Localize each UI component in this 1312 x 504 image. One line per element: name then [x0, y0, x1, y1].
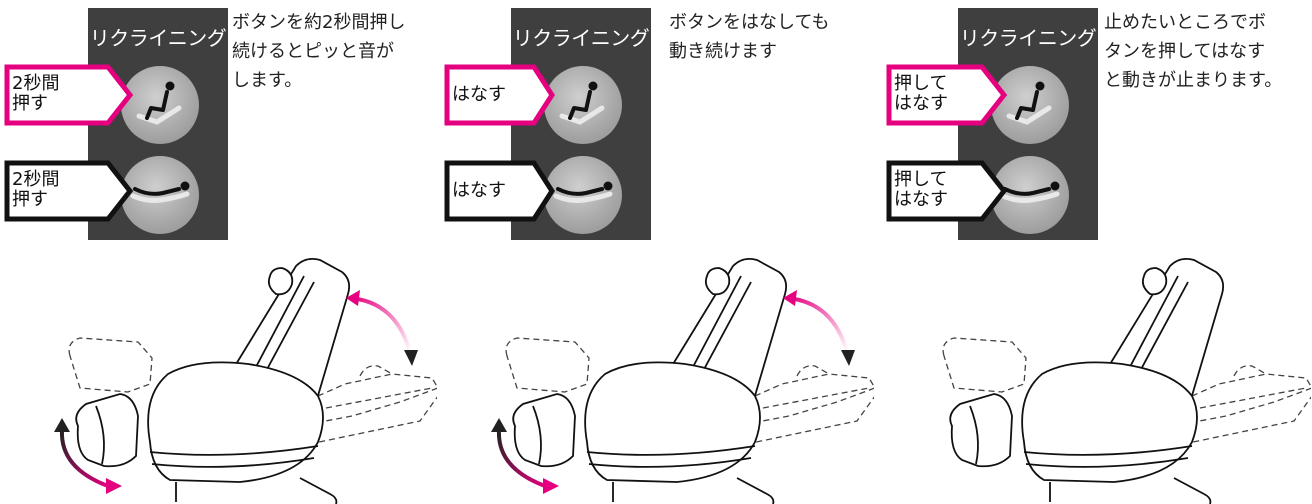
- recline-up-button[interactable]: [121, 66, 199, 144]
- step-1: リクライニング ボタンを約2秒間押し 続けるとピッと音が します。 2秒間 押す: [0, 0, 437, 504]
- callout-bottom: 押して はなす: [886, 160, 1008, 222]
- callout-label: はなす: [452, 84, 506, 105]
- massage-chair-illustration: [942, 257, 1311, 504]
- callout-top: 押して はなす: [886, 64, 1008, 126]
- lying-person-icon: [553, 181, 613, 203]
- callout-top: 2秒間 押す: [4, 64, 134, 126]
- step-3: リクライニング 止めたいところでボ タンを押してはなす と動きが止まります。 押…: [874, 0, 1311, 504]
- sitting-person-icon: [1006, 81, 1052, 125]
- massage-chair-illustration: [491, 257, 874, 504]
- panel-title: リクライニング: [959, 26, 1097, 50]
- callout-top: はなす: [444, 64, 556, 126]
- panel-title: リクライニング: [89, 26, 227, 50]
- recline-up-button[interactable]: [544, 66, 622, 144]
- callout-arrow-shape: [886, 64, 1008, 126]
- callout-label: 押して はなす: [894, 169, 948, 210]
- callout-bottom: 2秒間 押す: [4, 160, 134, 222]
- recline-up-button[interactable]: [991, 66, 1069, 144]
- callout-label: 押して はなす: [894, 73, 948, 114]
- callout-arrow-shape: [4, 160, 134, 222]
- recline-down-button[interactable]: [121, 156, 199, 234]
- instruction-text: ボタンを約2秒間押し 続けるとピッと音が します。: [232, 12, 406, 91]
- massage-chair-illustration: [54, 257, 437, 504]
- instruction-text: ボタンをはなしても 動き続けます: [669, 12, 830, 62]
- panel-title: リクライニング: [512, 26, 650, 50]
- recline-down-button[interactable]: [544, 156, 622, 234]
- sitting-person-icon: [559, 81, 605, 125]
- callout-bottom: はなす: [444, 160, 556, 222]
- callout-arrow-shape: [886, 160, 1008, 222]
- callout-arrow-shape: [444, 160, 555, 222]
- callout-label: 2秒間 押す: [12, 169, 60, 210]
- callout-arrow-shape: [4, 64, 134, 126]
- sitting-person-icon: [136, 81, 182, 125]
- callout-arrow-shape: [444, 64, 555, 126]
- step-2: リクライニング ボタンをはなしても 動き続けます はなす はなす: [437, 0, 874, 504]
- callout-label: 2秒間 押す: [12, 73, 60, 114]
- instruction-text: 止めたいところでボ タンを押してはなす と動きが止まります。: [1104, 12, 1283, 91]
- callout-label: はなす: [452, 180, 506, 201]
- lying-person-icon: [130, 181, 190, 203]
- lying-person-icon: [1000, 181, 1060, 203]
